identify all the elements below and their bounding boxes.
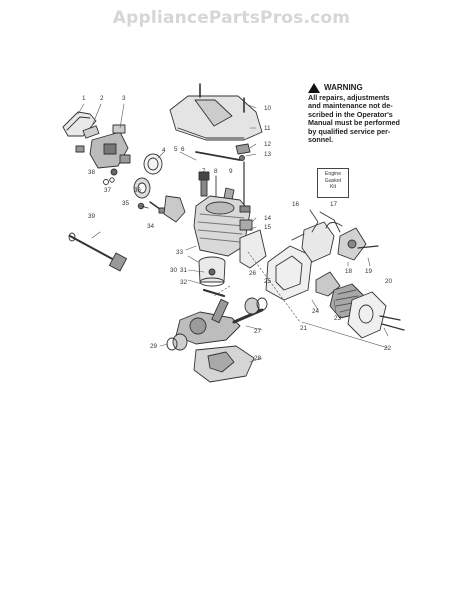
warning-line: and maintenance not de- — [308, 101, 393, 111]
part-number-29: 29 — [150, 343, 158, 350]
part-number-9: 9 — [229, 168, 233, 175]
part-number-27: 27 — [254, 328, 262, 335]
part-number-21: 21 — [300, 325, 308, 332]
part-number-24: 24 — [312, 308, 320, 315]
carburetor-part — [89, 124, 131, 176]
cap-part — [137, 202, 149, 210]
top-cover-fasteners — [235, 143, 251, 161]
part-number-4: 4 — [162, 147, 166, 154]
kit-line: Kit — [329, 184, 337, 190]
part-number-33: 33 — [176, 249, 184, 256]
part-number-14: 14 — [264, 215, 272, 222]
part-number-6: 6 — [181, 146, 185, 153]
warning-line: Manual must be performed — [308, 118, 400, 128]
part-number-2: 2 — [100, 95, 104, 102]
part-number-36: 36 — [134, 187, 142, 194]
part-number-19: 19 — [365, 268, 373, 275]
warning-line: sonnel. — [308, 135, 334, 145]
part-number-15: 15 — [264, 224, 272, 231]
part-number-5: 5 — [174, 146, 178, 153]
part-number-10: 10 — [264, 105, 272, 112]
part-number-30: 30 — [170, 267, 178, 274]
intake-manifold-part — [163, 195, 186, 223]
air-filter-part — [75, 125, 100, 153]
kit-line: Engine — [324, 171, 342, 177]
warning-line: by qualified service per- — [308, 126, 391, 136]
bearing-29-part — [166, 333, 188, 351]
part-number-20: 20 — [385, 278, 393, 285]
warning-note: WARNING All repairs, adjustments and mai… — [308, 83, 448, 144]
spark-plug-part — [198, 171, 235, 201]
carb-small-parts — [103, 177, 115, 185]
warning-triangle-icon — [308, 83, 320, 93]
spring-part — [195, 151, 241, 161]
crankshaft-part — [175, 298, 264, 345]
part-number-3: 3 — [122, 95, 126, 102]
part-number-38: 38 — [88, 169, 96, 176]
part-number-31: 31 — [180, 267, 188, 274]
part-number-7: 7 — [202, 168, 206, 175]
part-number-labels: 1 2 3 4 5 6 7 8 9 10 11 12 13 14 15 16 1… — [82, 95, 393, 362]
bearing-right-part — [244, 297, 268, 315]
coil-part — [325, 222, 379, 261]
gasket-ring-part — [143, 153, 163, 175]
part-number-13: 13 — [264, 151, 272, 158]
part-number-26: 26 — [249, 270, 257, 277]
warning-title: WARNING — [324, 82, 363, 92]
part-number-32: 32 — [180, 279, 188, 286]
leader-lines — [77, 103, 389, 363]
part-number-39: 39 — [88, 213, 96, 220]
crankcase-part — [193, 345, 255, 383]
muffler-part — [265, 245, 313, 301]
part-number-17: 17 — [330, 201, 338, 208]
part-number-37: 37 — [104, 187, 112, 194]
part-number-8: 8 — [214, 168, 218, 175]
muffler-gasket-part — [239, 229, 267, 269]
engine-gasket-kit-box: Engine Gasket Kit — [317, 168, 349, 198]
part-number-16: 16 — [292, 201, 300, 208]
intake-boot-part — [133, 177, 151, 199]
piston-part — [198, 256, 226, 298]
part-number-23: 23 — [334, 315, 342, 322]
warning-line: scribed in the Operator's — [308, 109, 393, 119]
wrench-tool-part — [68, 232, 128, 272]
part-number-34: 34 — [147, 223, 155, 230]
part-number-1: 1 — [82, 95, 86, 102]
part-number-12: 12 — [264, 141, 272, 148]
part-number-35: 35 — [122, 200, 130, 207]
part-number-25: 25 — [264, 278, 272, 285]
kit-line: Gasket — [324, 177, 342, 184]
cover-plate-part — [347, 291, 405, 339]
ignition-module-part — [291, 209, 341, 263]
watermark: AppliancePartsPros.com — [112, 8, 351, 28]
part-number-22: 22 — [384, 345, 392, 352]
warning-line: All repairs, adjustments — [308, 93, 390, 102]
part-number-28: 28 — [254, 355, 262, 362]
top-cover-part — [169, 83, 263, 141]
part-number-18: 18 — [345, 268, 353, 275]
part-number-11: 11 — [264, 125, 271, 132]
cylinder-part — [193, 195, 253, 257]
